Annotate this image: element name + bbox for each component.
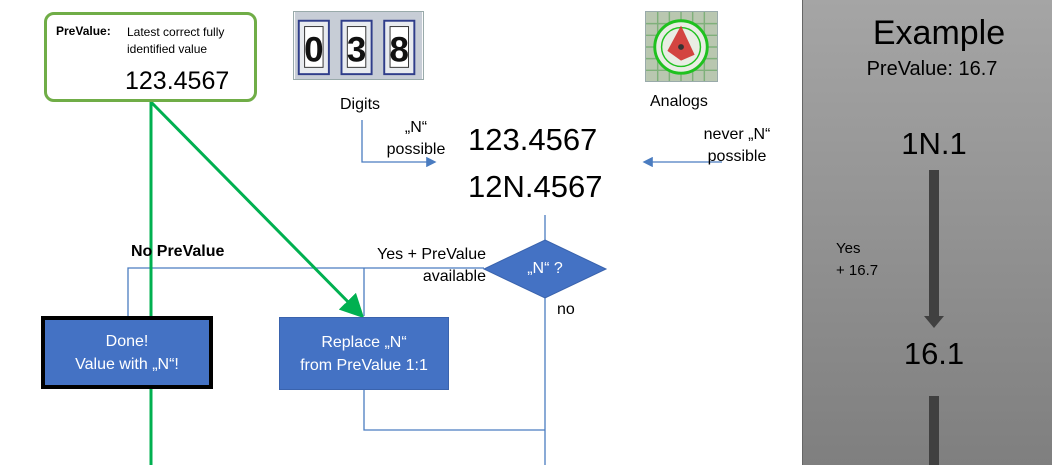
decision-diamond — [482, 239, 608, 299]
digits-note-line2: possible — [386, 141, 446, 158]
example-panel: Example PreValue: 16.7 1N.1 Yes + 16.7 1… — [802, 0, 1052, 465]
digits-caption: Digits — [340, 96, 381, 113]
prevalue-lines — [149, 100, 365, 465]
reading-value-2: 12N.4567 — [468, 169, 603, 204]
done-line1: Done! — [105, 332, 149, 350]
analogs-caption: Analogs — [650, 93, 708, 110]
decision-yes-label: Yes + PreValue available — [364, 244, 486, 288]
prevalue-description-line2: identified value — [127, 42, 208, 56]
digits-note: „N“ possible — [384, 117, 448, 161]
flow-lines — [127, 120, 722, 465]
decision-yes-line2: available — [422, 268, 486, 285]
example-continuation-line — [929, 396, 939, 465]
digits-note-line1: „N“ — [404, 119, 428, 136]
example-result: 16.1 — [903, 336, 965, 371]
analogs-note-line1: never „N“ — [703, 126, 771, 143]
example-arrow — [929, 170, 939, 318]
example-yes: Yes — [836, 240, 861, 257]
analogs-note: never „N“ possible — [692, 124, 782, 168]
replace-line2: from PreValue 1:1 — [300, 356, 428, 374]
replace-line1: Replace „N“ — [321, 333, 407, 351]
example-prevalue: PreValue: 16.7 — [866, 58, 998, 80]
done-line2: Value with „N“! — [75, 355, 179, 373]
no-prevalue-label: No PreValue — [131, 243, 225, 260]
analog-gauge-image — [645, 11, 718, 82]
example-plus: + 16.7 — [836, 262, 879, 279]
analogs-note-line2: possible — [707, 148, 767, 165]
decision-no-label: no — [557, 301, 575, 318]
prevalue-description: Latest correct fully identified value — [127, 24, 257, 58]
digit-1: 0 — [304, 31, 323, 70]
replace-box: Replace „N“ from PreValue 1:1 — [279, 317, 449, 390]
example-arrow-head — [924, 316, 944, 328]
example-input: 1N.1 — [901, 126, 967, 161]
prevalue-label: PreValue: — [56, 24, 111, 38]
prevalue-value: 123.4567 — [125, 67, 230, 95]
decision-label: „N“ ? — [527, 260, 563, 277]
digit-2: 3 — [347, 31, 366, 70]
prevalue-description-line1: Latest correct fully — [127, 25, 225, 39]
example-title: Example — [872, 14, 1006, 52]
digit-3: 8 — [390, 31, 409, 70]
done-box: Done! Value with „N“! — [41, 316, 213, 389]
prevalue-box: PreValue: Latest correct fully identifie… — [44, 12, 257, 102]
digits-image: 0 3 8 — [293, 11, 424, 80]
decision-yes-line1: Yes + PreValue — [377, 246, 486, 263]
reading-value-1: 123.4567 — [468, 122, 598, 157]
